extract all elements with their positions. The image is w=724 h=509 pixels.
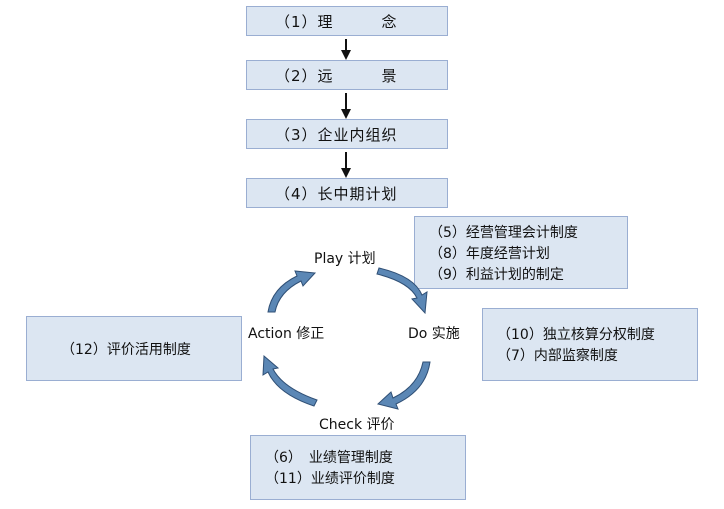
cycle-arrow-do-to-check: [376, 361, 431, 410]
do-item: （10）独立核算分权制度: [497, 327, 655, 343]
check-items-box: （6） 业绩管理制度 （11）业绩评价制度: [250, 435, 466, 500]
action-item: （12）评价活用制度: [61, 341, 191, 358]
step-number: （1）: [275, 12, 318, 31]
step-number: （2）: [275, 66, 318, 85]
step-number: （4）: [275, 184, 318, 203]
step-box-1: （1） 理 念: [246, 6, 448, 36]
cycle-plan-label: Play 计划: [314, 251, 376, 267]
do-items-box: （10）独立核算分权制度 （7）内部监察制度: [482, 308, 698, 381]
step-box-4: （4） 长中期计划: [246, 178, 448, 208]
cycle-check-label: Check 评价: [319, 417, 395, 433]
step-number: （3）: [275, 125, 318, 144]
check-item: （11）业绩评价制度: [265, 471, 395, 487]
action-items-box: （12）评价活用制度: [26, 316, 242, 381]
step-box-3: （3） 企业内组织: [246, 119, 448, 149]
check-item: （6） 业绩管理制度: [265, 450, 393, 466]
cycle-arrow-action-to-plan: [267, 270, 317, 313]
do-item: （7）内部监察制度: [497, 348, 618, 364]
plan-items-box: （5）经营管理会计制度 （8）年度经营计划 （9）利益计划的制定: [414, 216, 628, 289]
step-text: 远 景: [317, 66, 398, 85]
step-text: 企业内组织: [317, 125, 398, 144]
step-text: 理 念: [317, 12, 398, 31]
cycle-arrow-plan-to-do: [376, 267, 428, 315]
step-box-2: （2） 远 景: [246, 60, 448, 90]
plan-item: （9）利益计划的制定: [429, 267, 564, 283]
plan-item: （5）经营管理会计制度: [429, 225, 578, 241]
plan-item: （8）年度经营计划: [429, 246, 550, 262]
cycle-do-label: Do 实施: [408, 326, 460, 342]
step-text: 长中期计划: [317, 184, 398, 203]
cycle-action-label: Action 修正: [248, 326, 325, 342]
cycle-arrow-check-to-action: [262, 354, 318, 407]
